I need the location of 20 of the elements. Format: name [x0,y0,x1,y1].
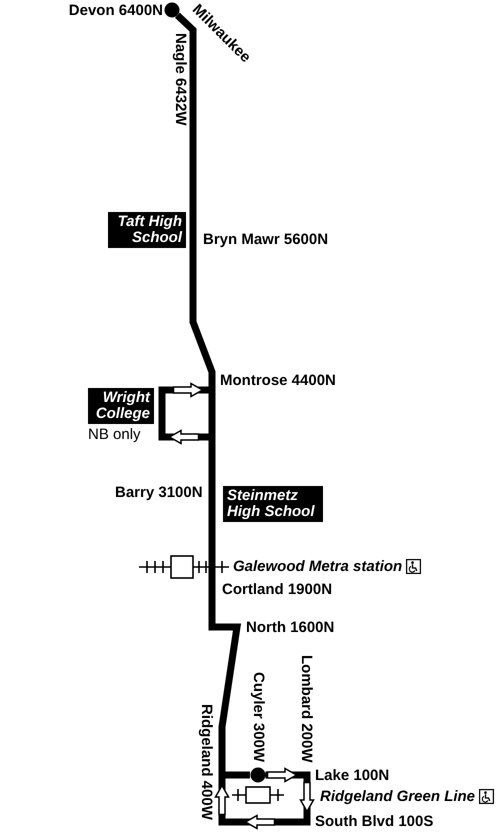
landmark-label: Taft High School [108,212,186,248]
street-label: Cortland 1900N [222,581,332,598]
note-text: NB only [88,426,141,443]
street-label: North 1600N [246,619,334,636]
street-label: Lombard 200W [299,655,314,763]
street-label: Lake 100N [315,767,390,784]
station-label: Ridgeland Green Line [320,788,476,805]
station-label: Galewood Metra station [233,558,402,575]
street-label: Montrose 4400N [220,372,336,389]
terminal-dot-icon [250,767,266,783]
street-label: Cuyler 300W [251,672,266,762]
street-label: Barry 3100N [115,484,203,501]
landmark-label: Wright College [88,388,154,424]
street-label: South Blvd 100S [315,813,434,830]
street-label: Nagle 6432W [173,33,188,126]
terminal-dot-icon [164,2,180,18]
street-label: Ridgeland 400W [199,704,214,820]
street-label: Bryn Mawr 5600N [203,231,328,248]
street-label: Devon 6400N [68,2,163,19]
landmark-label: Steinmetz High School [223,486,323,522]
